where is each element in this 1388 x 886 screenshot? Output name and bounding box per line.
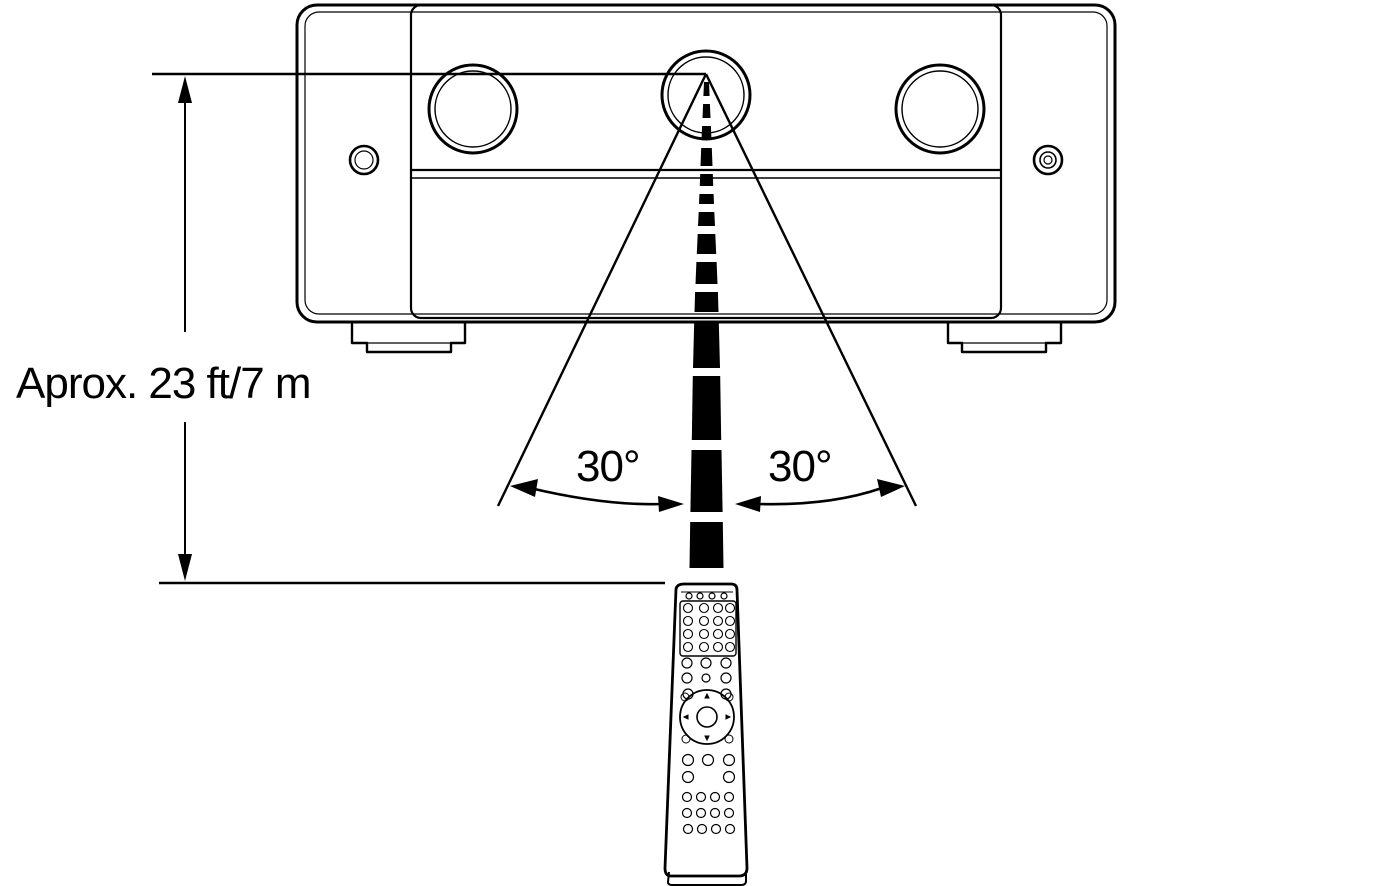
angle-lines <box>496 73 918 507</box>
ir-beam-icon <box>689 82 724 568</box>
left-foot-icon <box>350 322 467 354</box>
right-angle-label: 30° <box>768 442 832 491</box>
remote-control-icon <box>663 582 749 886</box>
remote-dpad-icon <box>679 689 735 745</box>
right-foot-icon <box>946 322 1063 354</box>
right-angle-arc <box>735 479 905 512</box>
left-angle-arc <box>510 479 684 512</box>
distance-dimension <box>152 72 706 585</box>
power-button-icon <box>348 144 380 176</box>
distance-label: Aprox. 23 ft/7 m <box>16 359 311 408</box>
left-knob-icon <box>427 63 519 155</box>
right-knob-icon <box>894 63 986 155</box>
headphone-jack-icon <box>1032 144 1064 176</box>
left-angle-label: 30° <box>576 442 640 491</box>
